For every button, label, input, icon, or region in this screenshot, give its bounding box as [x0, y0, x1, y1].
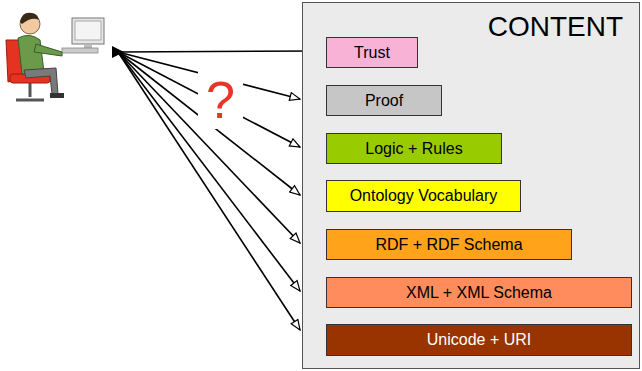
layer-box: Unicode + URI: [326, 324, 632, 356]
layer-box: Trust: [326, 37, 418, 68]
layer-label: RDF + RDF Schema: [375, 236, 522, 254]
layer-label: Trust: [354, 44, 390, 62]
layer-box: XML + XML Schema: [326, 277, 632, 308]
layer-label: XML + XML Schema: [406, 284, 552, 302]
layer-box: Logic + Rules: [326, 133, 502, 164]
access-arrows: [118, 51, 318, 330]
content-panel: CONTENT TrustProofLogic + RulesOntology V…: [302, 2, 640, 369]
layer-box: Ontology Vocabulary: [326, 180, 521, 212]
layer-label: Proof: [365, 92, 403, 110]
layer-label: Unicode + URI: [427, 331, 532, 349]
layer-box: RDF + RDF Schema: [326, 229, 572, 260]
user-figure: [6, 13, 104, 100]
layer-label: Logic + Rules: [365, 140, 462, 158]
panel-title: CONTENT: [488, 11, 623, 43]
layer-label: Ontology Vocabulary: [350, 187, 498, 205]
arrow-origin: [112, 46, 124, 58]
layer-box: Proof: [326, 85, 442, 116]
question-mark: ?: [198, 72, 243, 129]
